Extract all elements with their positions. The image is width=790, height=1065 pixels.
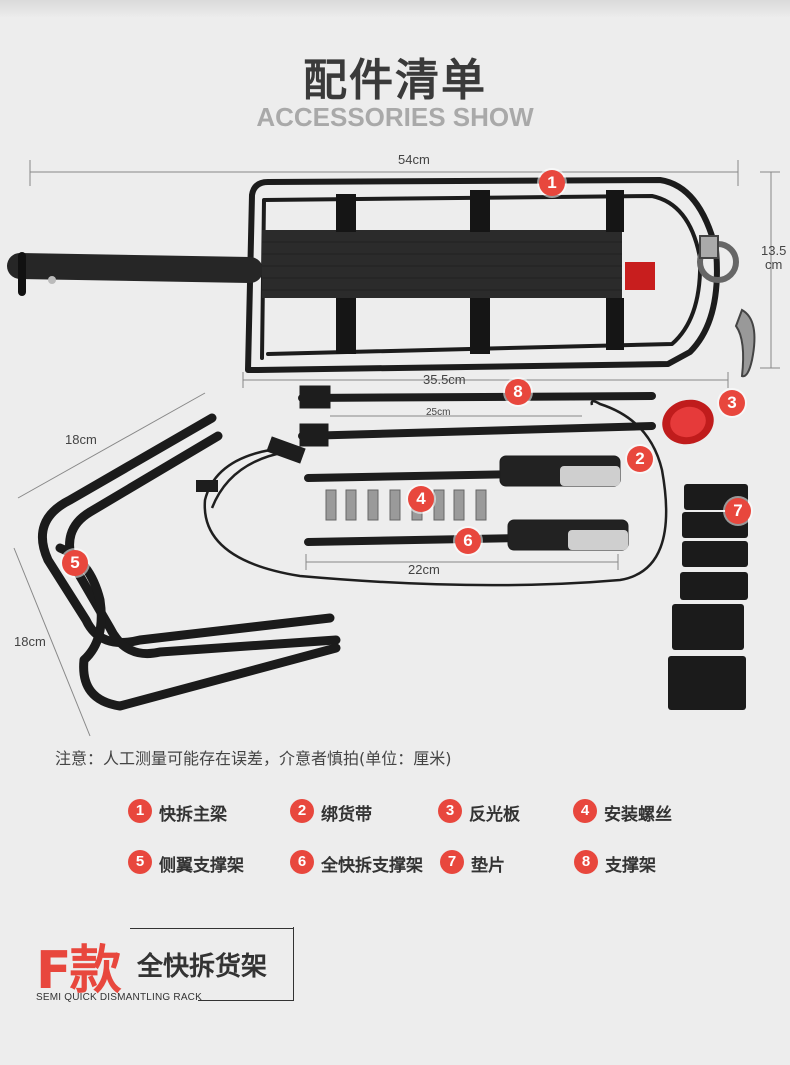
legend-number: 2 — [290, 799, 314, 823]
marker-3: 3 — [719, 390, 745, 416]
quick-release-supports — [304, 455, 629, 551]
dimension-rack-length: 54cm — [398, 152, 430, 167]
legend-label: 全快拆支撑架 — [321, 856, 423, 876]
dimension-support-top: 35.5cm — [423, 372, 466, 387]
legend-label: 反光板 — [469, 805, 520, 825]
strap-cable — [203, 400, 668, 587]
reflector — [662, 399, 714, 445]
dimension-lines — [13, 160, 780, 737]
support-arms — [298, 385, 656, 447]
dimension-support-mid: 25cm — [426, 407, 451, 418]
legend-label: 支撑架 — [605, 856, 656, 876]
dimension-side-wing-left: 18cm — [14, 634, 46, 649]
accessories-photo: 54cm 13.5 cm 35.5cm 25cm 22cm 18cm 18cm … — [7, 152, 787, 737]
legend-label: 垫片 — [471, 856, 505, 876]
product-underline — [198, 1000, 294, 1001]
measurement-note: 注意：人工测量可能存在误差，介意者慎拍(单位：厘米) — [55, 749, 452, 768]
product-name: 全快拆货架 — [137, 952, 268, 982]
dimension-rack-height: 13.5 — [761, 243, 787, 258]
legend-number: 1 — [128, 799, 152, 823]
legend-number: 8 — [574, 850, 598, 874]
page-subtitle: ACCESSORIES SHOW — [256, 102, 534, 132]
dimension-side-wing-top: 18cm — [65, 432, 97, 447]
marker-5: 5 — [62, 550, 88, 576]
rack-platform — [262, 230, 622, 298]
dimension-rack-height-unit: cm — [765, 257, 783, 272]
legend-label: 绑货带 — [321, 805, 372, 825]
marker-8: 8 — [505, 379, 531, 405]
legend-number: 3 — [438, 799, 462, 823]
legend-label: 侧翼支撑架 — [159, 856, 244, 876]
quick-release-clamp — [697, 235, 756, 378]
page-title: 配件清单 — [303, 55, 487, 106]
marker-1: 1 — [539, 170, 565, 196]
pads — [668, 484, 748, 710]
marker-7: 7 — [725, 498, 751, 524]
marker-6: 6 — [455, 528, 481, 554]
warning-label — [625, 262, 655, 290]
marker-2: 2 — [627, 446, 653, 472]
product-frame-top — [130, 928, 293, 929]
product-english-name: SEMI QUICK DISMANTLING RACK — [36, 992, 202, 1003]
legend-number: 4 — [573, 799, 597, 823]
product-frame-right — [293, 927, 294, 1001]
product-model: F款 — [36, 941, 122, 1001]
screws — [325, 489, 487, 521]
marker-4: 4 — [408, 486, 434, 512]
legend-number: 5 — [128, 850, 152, 874]
top-shadow — [0, 0, 790, 18]
legend-label: 快拆主梁 — [159, 805, 227, 825]
dimension-support-bottom: 22cm — [408, 562, 440, 577]
legend-number: 6 — [290, 850, 314, 874]
legend-number: 7 — [440, 850, 464, 874]
legend-label: 安装螺丝 — [604, 805, 672, 825]
